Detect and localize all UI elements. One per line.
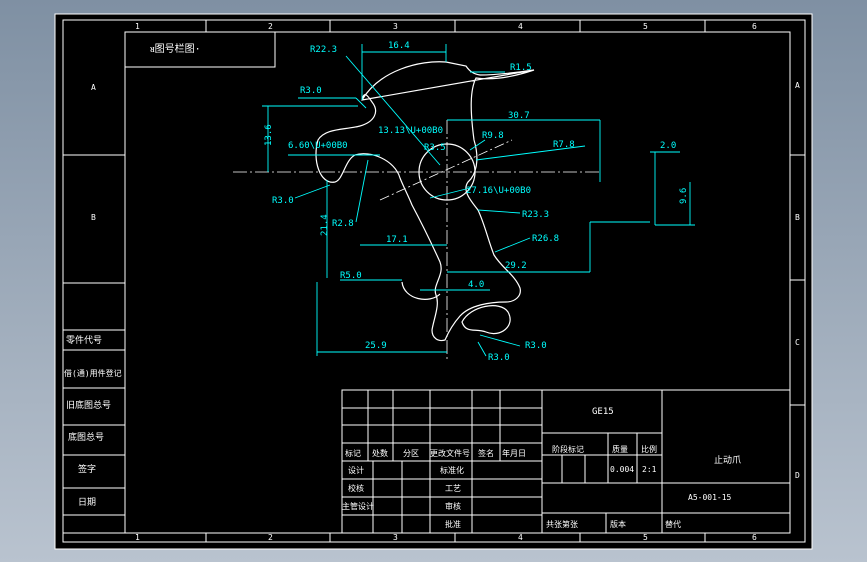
dim-r1-5: R1.5 (510, 63, 532, 73)
dim-r2-8: R2.8 (332, 219, 354, 229)
sheet-background (54, 13, 813, 550)
sheet-label: 共张第张 (546, 519, 578, 529)
hdr-sign: 签名 (478, 448, 494, 458)
role-chief: 主管设计 (342, 501, 374, 511)
corner-box (124, 31, 276, 68)
dim-r5-0: R5.0 (340, 271, 362, 281)
bore-circle (418, 143, 476, 201)
left-strip (62, 282, 126, 534)
title-block-text: GE15 止动爪 A5-001-15 标记 处数 分区 更改文件号 签名 年月日… (342, 407, 741, 529)
role-process: 工艺 (445, 484, 461, 493)
bottom-lobe (461, 305, 511, 335)
dim-r7-8: R7.8 (553, 140, 575, 150)
col-top-3: 3 (393, 22, 398, 31)
dim-17-1: 17.1 (386, 235, 408, 245)
dim-29-2: 29.2 (505, 261, 527, 271)
hdr-zone: 分区 (403, 449, 419, 458)
left-strip-4: 签字 (78, 463, 96, 475)
hdr-change-doc: 更改文件号 (430, 448, 470, 458)
role-check: 校核 (348, 483, 364, 493)
title-block-grid (341, 389, 791, 534)
dim-tol-27-16: 27.16\U+00B0 (466, 186, 531, 196)
zone-labels: 1 2 3 4 5 6 1 2 3 4 5 6 A B A B C D (91, 22, 800, 542)
col-top-1: 1 (135, 22, 140, 31)
dim-r22-3: R22.3 (310, 45, 337, 55)
col-bot-2: 2 (268, 533, 273, 542)
col-bot-3: 3 (393, 533, 398, 542)
dim-r23-3: R23.3 (522, 210, 549, 220)
dim-tol-13-13: 13.13\U+00B0 (378, 126, 443, 136)
row-right-c: C (795, 338, 800, 347)
col-bot-5: 5 (643, 533, 648, 542)
dim-r3-0-lobe: R3.0 (488, 353, 510, 363)
part-name: 止动爪 (714, 454, 741, 466)
scale-label: 比例 (641, 444, 657, 454)
left-strip-labels: 零件代号 借(通)用件登记 旧底图总号 底图总号 签字 日期 (64, 334, 122, 508)
col-top-6: 6 (752, 22, 757, 31)
weight-label: 质量 (612, 444, 628, 454)
role-standard: 标准化 (440, 465, 464, 475)
dim-r3-0-left: R3.0 (272, 196, 294, 206)
hdr-mark: 标记 (345, 448, 361, 458)
dimension-lines (262, 44, 695, 357)
corner-box-text: ᴚ图号栏图· (150, 42, 201, 55)
hdr-date: 年月日 (502, 448, 526, 458)
row-right-b: B (795, 213, 800, 222)
zone-ticks (63, 20, 805, 542)
dim-r26-8: R26.8 (532, 234, 559, 244)
dim-9-6: 9.6 (679, 188, 689, 204)
dim-30-7: 30.7 (508, 111, 530, 121)
dim-r3-0-top: R3.0 (300, 86, 322, 96)
col-top-4: 4 (518, 22, 523, 31)
row-left-a: A (91, 83, 96, 92)
scale-value: 2:1 (642, 465, 657, 474)
part-outline (315, 61, 535, 342)
dim-2-0: 2.0 (660, 141, 676, 151)
dim-13-6: 13.6 (264, 124, 274, 146)
role-approve: 批准 (445, 519, 461, 529)
role-review: 审核 (445, 501, 461, 511)
row-right-d: D (795, 471, 800, 480)
left-strip-3: 底图总号 (68, 431, 104, 443)
left-notch (401, 281, 441, 300)
col-bot-6: 6 (752, 533, 757, 542)
dim-21-4: 21.4 (320, 214, 330, 236)
weight-value: 0.004 (610, 465, 634, 474)
col-bot-1: 1 (135, 533, 140, 542)
center-lines (233, 120, 600, 362)
col-top-5: 5 (643, 22, 648, 31)
material: GE15 (592, 407, 614, 417)
dim-r3-5: R3.5 (424, 143, 446, 153)
dim-25-9: 25.9 (365, 341, 387, 351)
hdr-count: 处数 (372, 448, 388, 458)
left-strip-2: 旧底图总号 (66, 399, 111, 411)
drawing-number: A5-001-15 (688, 493, 732, 502)
left-strip-1: 借(通)用件登记 (64, 368, 122, 378)
col-top-2: 2 (268, 22, 273, 31)
zone-border (62, 19, 806, 543)
dim-r3-0-bottom: R3.0 (525, 341, 547, 351)
col-bot-4: 4 (518, 533, 523, 542)
dim-4-0: 4.0 (468, 280, 484, 290)
dim-16-4: 16.4 (388, 41, 410, 51)
row-right-a: A (795, 81, 800, 90)
role-design: 设计 (348, 465, 364, 475)
version-label: 版本 (610, 519, 626, 529)
row-left-b: B (91, 213, 96, 222)
dimension-labels: R22.3 16.4 R1.5 R3.0 30.7 13.6 13.13\U+0… (264, 41, 689, 363)
dim-r9-8: R9.8 (482, 131, 504, 141)
left-strip-5: 日期 (78, 497, 96, 508)
dim-tol-6-60: 6.60\U+00B0 (288, 141, 348, 151)
stage-label: 阶段标记 (552, 444, 584, 454)
left-strip-0: 零件代号 (66, 334, 102, 346)
replace-label: 替代 (665, 519, 681, 529)
